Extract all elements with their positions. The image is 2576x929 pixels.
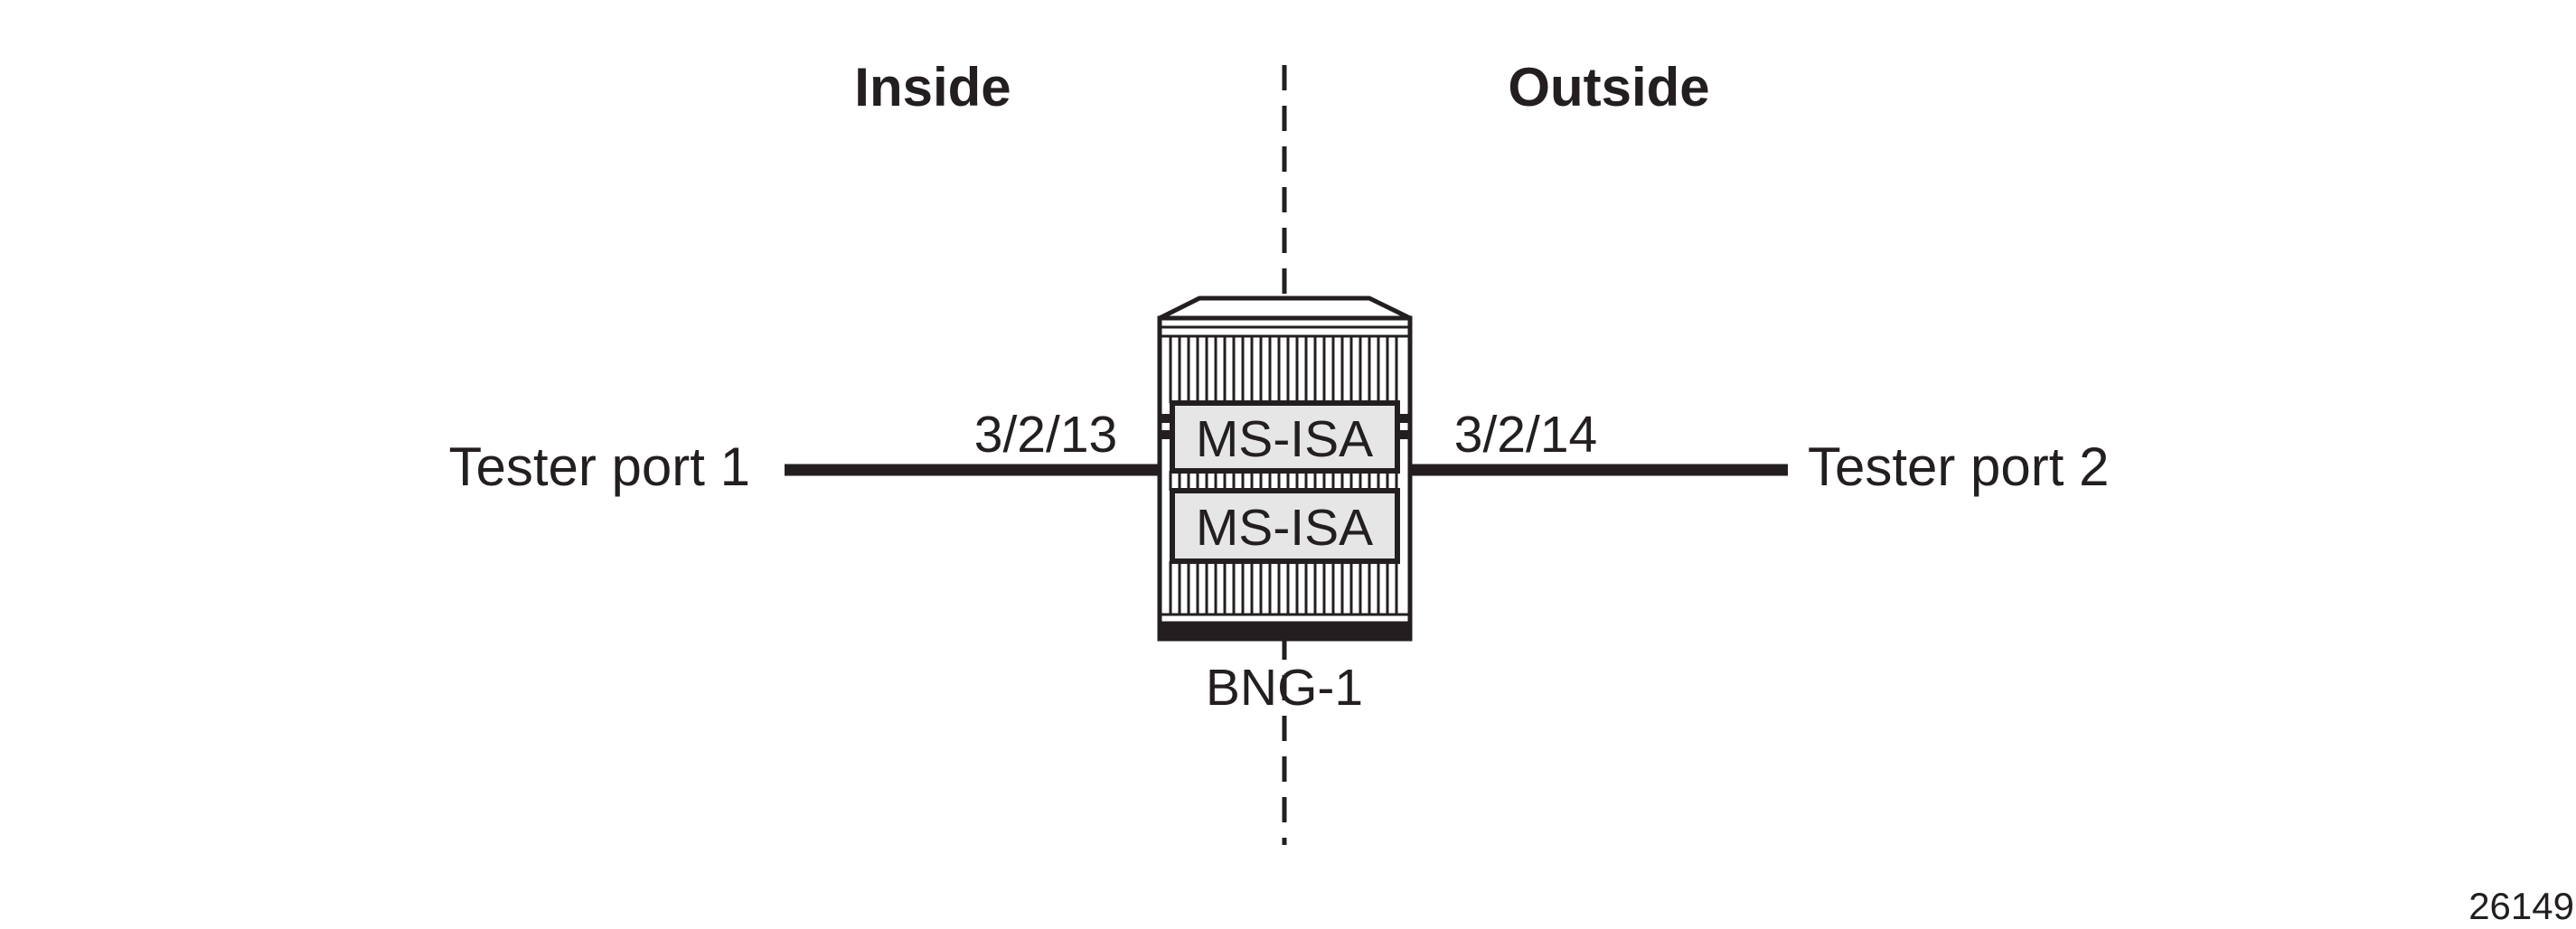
ms-isa-card-1-label: MS-ISA — [1196, 410, 1373, 468]
ms-isa-card-2 — [1170, 488, 1400, 564]
outside-zone-label: Outside — [1508, 57, 1709, 117]
ms-isa-card-1 — [1170, 400, 1400, 474]
port-right-label: 3/2/14 — [1454, 406, 1597, 464]
tester-port-1-label: Tester port 1 — [449, 436, 751, 497]
ms-isa-card-2-label: MS-ISA — [1196, 499, 1373, 557]
tester-port-2-label: Tester port 2 — [1808, 436, 2110, 497]
port-left-label: 3/2/13 — [974, 406, 1117, 464]
figure-id-label: 26149 — [2468, 885, 2574, 927]
inside-zone-label: Inside — [854, 57, 1011, 117]
node-name-label: BNG-1 — [1206, 659, 1363, 717]
router-bng-1-icon — [1157, 296, 1413, 642]
